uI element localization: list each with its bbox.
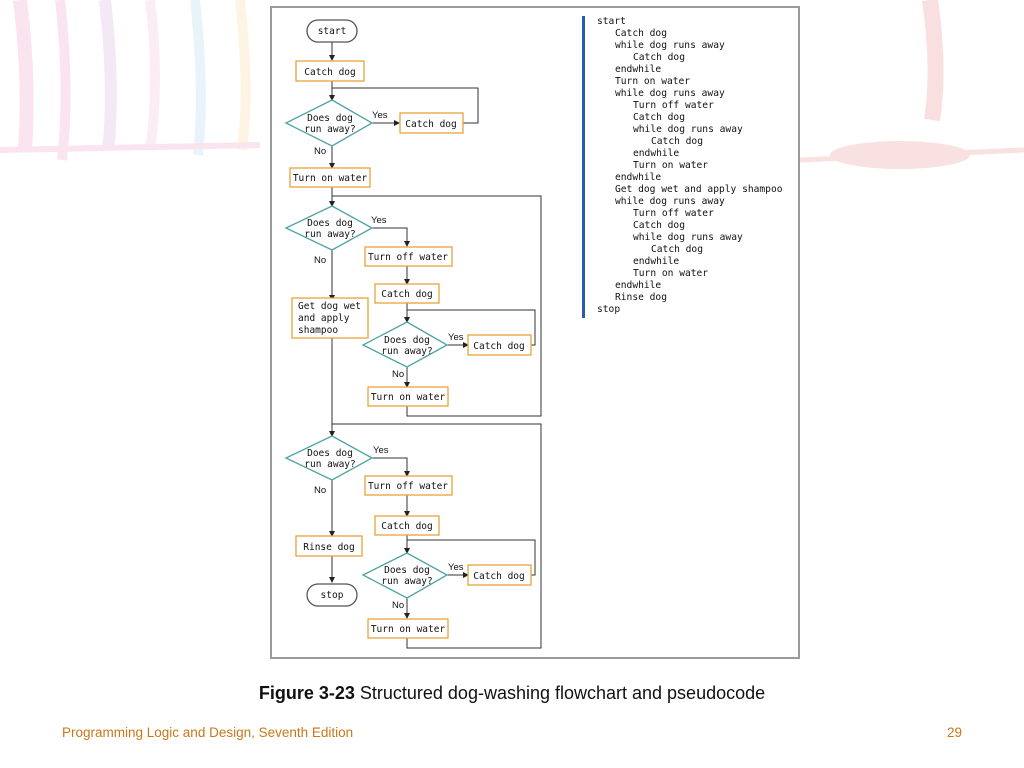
decision-diamond-4: Does dog run away? <box>284 435 374 481</box>
rinse-dog-label: Rinse dog <box>303 542 354 553</box>
start-label: start <box>318 26 347 37</box>
catch-dog-box-6: Catch dog <box>467 564 532 586</box>
decision-text-line1: Does dog <box>384 565 430 576</box>
decision-text-line2: run away? <box>304 459 355 470</box>
turn-off-water-label: Turn off water <box>368 252 448 263</box>
caption-text: Structured dog-washing flowchart and pse… <box>354 683 766 703</box>
catch-dog-box-1: Catch dog <box>295 60 365 82</box>
decision-text-line2: run away? <box>304 229 355 240</box>
catch-dog-box-3: Catch dog <box>374 283 440 304</box>
turn-off-water-label: Turn off water <box>368 481 448 492</box>
catch-dog-label: Catch dog <box>304 67 355 78</box>
catch-dog-box-4: Catch dog <box>467 334 532 356</box>
pseudocode-line: Rinse dog <box>615 292 667 303</box>
no-label: No <box>314 255 326 266</box>
pseudocode-line: Catch dog <box>633 112 685 123</box>
pseudocode-line: Get dog wet and apply shampoo <box>615 184 783 195</box>
pseudocode-line: stop <box>597 304 621 315</box>
pseudocode-line: Catch dog <box>633 52 685 63</box>
no-label: No <box>314 146 326 157</box>
turn-on-water-box-1: Turn on water <box>289 167 371 188</box>
decision-text-line1: Does dog <box>307 113 353 124</box>
pseudocode-line: Turn off water <box>633 100 714 111</box>
turn-on-water-box-3: Turn on water <box>367 618 449 639</box>
figure-frame: start Catch dog Does dog run away? Yes N… <box>270 6 800 659</box>
decision-text-line2: run away? <box>381 346 432 357</box>
pseudocode-line: while dog runs away <box>633 232 743 243</box>
start-terminal: start <box>306 19 358 43</box>
stop-label: stop <box>321 590 344 601</box>
shampoo-box: Get dog wet and apply shampoo <box>291 297 369 339</box>
turn-on-water-label: Turn on water <box>371 624 446 635</box>
decision-text-line1: Does dog <box>307 218 353 229</box>
catch-dog-label: Catch dog <box>405 119 456 130</box>
catch-dog-box-2: Catch dog <box>399 112 464 134</box>
pseudocode-line: while dog runs away <box>615 88 725 99</box>
stop-terminal: stop <box>306 583 358 607</box>
pseudocode-line: Catch dog <box>651 136 703 147</box>
decision-diamond-5: Does dog run away? <box>361 552 449 599</box>
catch-dog-label: Catch dog <box>381 521 432 532</box>
turn-off-water-box-2: Turn off water <box>364 475 453 496</box>
pseudocode-line: Catch dog <box>615 28 667 39</box>
yes-label: Yes <box>372 110 388 121</box>
pseudocode-line: Turn on water <box>633 268 709 279</box>
pseudocode-line: endwhile <box>615 172 662 183</box>
pseudocode-line: endwhile <box>633 148 680 159</box>
footer-page-number: 29 <box>946 725 962 740</box>
decision-diamond-2: Does dog run away? <box>284 205 374 251</box>
pseudocode-line: start <box>597 16 626 27</box>
catch-dog-label: Catch dog <box>473 341 524 352</box>
catch-dog-label: Catch dog <box>381 289 432 300</box>
decision-diamond-1: Does dog run away? <box>284 99 374 147</box>
shampoo-text-line3: shampoo <box>298 325 338 336</box>
footer-book-title: Programming Logic and Design, Seventh Ed… <box>62 725 354 740</box>
yes-label: Yes <box>373 445 389 456</box>
pseudocode-line: while dog runs away <box>615 40 725 51</box>
catch-dog-box-5: Catch dog <box>374 515 440 536</box>
turn-off-water-box-1: Turn off water <box>364 246 453 267</box>
figure-caption: Figure 3-23 Structured dog-washing flowc… <box>0 683 1024 704</box>
catch-dog-label: Catch dog <box>473 571 524 582</box>
rinse-dog-box: Rinse dog <box>295 535 363 557</box>
pseudocode-line: while dog runs away <box>633 124 743 135</box>
pseudocode-line: Catch dog <box>651 244 703 255</box>
pseudocode-line: endwhile <box>615 280 662 291</box>
pseudocode-line: Catch dog <box>633 220 685 231</box>
yes-label: Yes <box>448 562 464 573</box>
pseudocode-line: while dog runs away <box>615 196 725 207</box>
yes-label: Yes <box>371 215 387 226</box>
pseudocode-line: Turn off water <box>633 208 714 219</box>
shampoo-text-line1: Get dog wet <box>298 301 361 312</box>
yes-label: Yes <box>448 332 464 343</box>
decision-text-line2: run away? <box>381 576 432 587</box>
turn-on-water-box-2: Turn on water <box>367 386 449 407</box>
turn-on-water-label: Turn on water <box>293 173 368 184</box>
pseudocode-line: endwhile <box>633 256 680 267</box>
turn-on-water-label: Turn on water <box>371 392 446 403</box>
no-label: No <box>392 369 404 380</box>
no-label: No <box>392 600 404 611</box>
decision-text-line2: run away? <box>304 124 355 135</box>
decision-text-line1: Does dog <box>384 335 430 346</box>
no-label: No <box>314 485 326 496</box>
flowchart: start Catch dog Does dog run away? Yes N… <box>284 19 542 649</box>
decision-text-line1: Does dog <box>307 448 353 459</box>
pseudocode-line: Turn on water <box>615 76 691 87</box>
figure-number: Figure 3-23 <box>258 683 355 703</box>
pseudocode-line: Turn on water <box>633 160 709 171</box>
shampoo-text-line2: and apply <box>298 313 350 324</box>
pseudocode-line: endwhile <box>615 64 662 75</box>
decision-diamond-3: Does dog run away? <box>361 321 449 368</box>
